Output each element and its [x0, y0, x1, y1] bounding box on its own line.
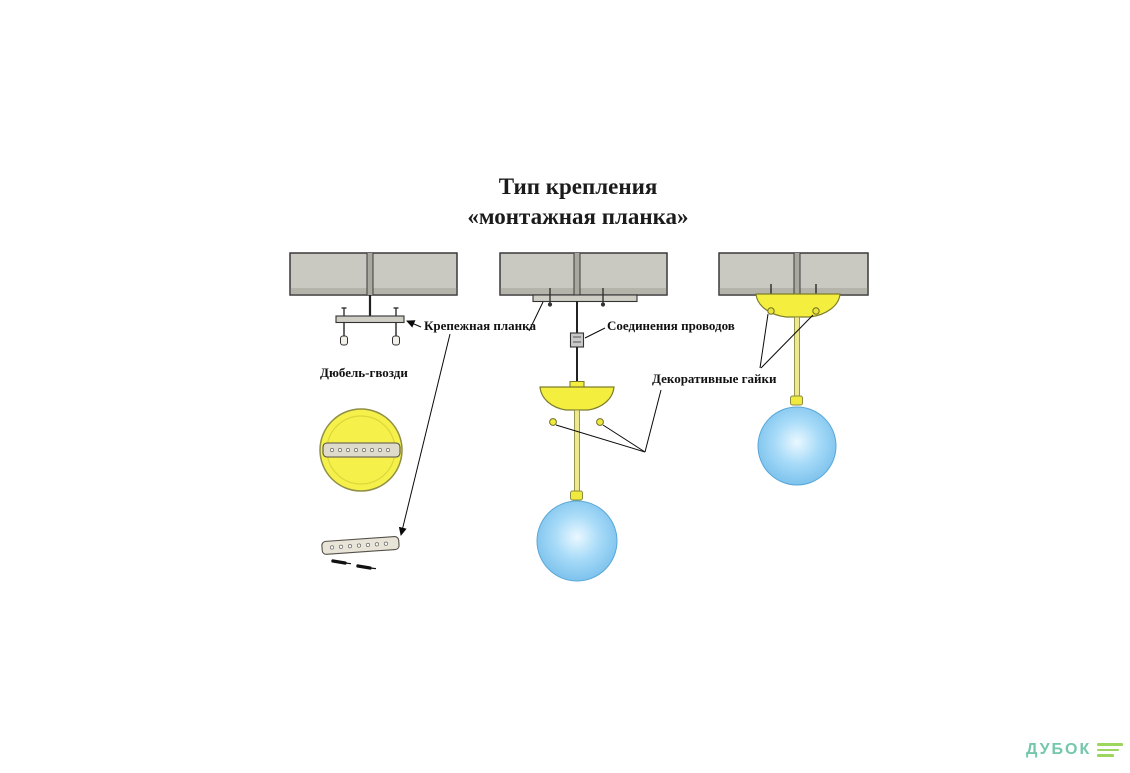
- step3-rod-and-globe: [757, 316, 837, 486]
- title-line-2: «монтажная планка»: [467, 204, 689, 229]
- step2-mounting-bracket: [532, 288, 638, 307]
- page-title: Тип крепления «монтажная планка»: [398, 172, 758, 232]
- step2-canopy: [539, 380, 615, 411]
- step2-rod-and-globe: [536, 409, 618, 582]
- step1-mounting-strip: [321, 536, 400, 555]
- step2-wire-and-connector: [569, 301, 585, 384]
- step1-ceiling-panel: [289, 252, 458, 296]
- step1-ceiling-cup-bottom-view: [319, 408, 403, 492]
- label-dowel-nails: Дюбель-гвозди: [320, 365, 408, 380]
- step3-ceiling-panel: [718, 252, 869, 296]
- step3-canopy: [755, 284, 841, 318]
- label-wire-connections: Соединения проводов: [607, 318, 735, 333]
- label-mounting-plate: Крепежная планка: [424, 318, 536, 333]
- step1-mounting-bracket: [335, 295, 405, 346]
- annotation-lines: [398, 301, 814, 536]
- label-decorative-nuts: Декоративные гайки: [652, 371, 777, 386]
- step2-decorative-nuts: [549, 418, 604, 426]
- step2-ceiling-panel: [499, 252, 668, 296]
- brand-smallprint: [1097, 743, 1124, 757]
- title-line-1: Тип крепления: [498, 174, 658, 199]
- step3-decorative-nut-right: [812, 307, 820, 315]
- step1-dowel-nails: [331, 559, 377, 570]
- brand-name: ДУБОК: [1026, 741, 1092, 758]
- brand-watermark: ДУБОК: [1026, 741, 1124, 759]
- step3-decorative-nut-left: [767, 307, 775, 315]
